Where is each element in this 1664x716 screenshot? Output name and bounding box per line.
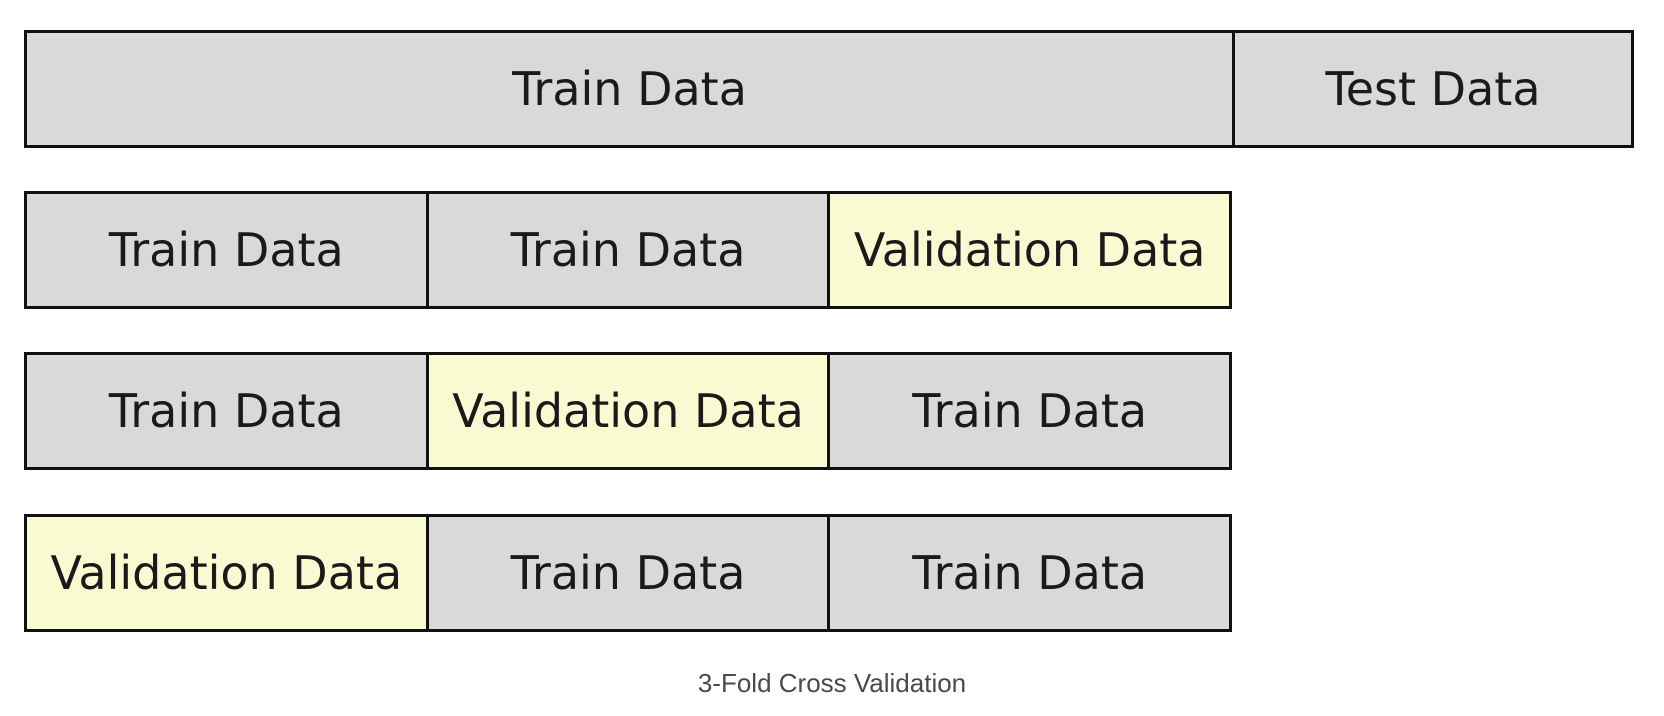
- fold-1-segment-3: Validation Data: [827, 191, 1233, 309]
- fold-1-segment-1: Train Data: [24, 191, 429, 309]
- fold-row-2: Train Data Validation Data Train Data: [24, 352, 1233, 470]
- fold-2-segment-2: Validation Data: [425, 352, 831, 470]
- diagram-caption: 3-Fold Cross Validation: [697, 668, 967, 698]
- fold-3-segment-1: Validation Data: [24, 514, 429, 632]
- fold-1-segment-2: Train Data: [425, 191, 831, 309]
- fold-2-segment-1: Train Data: [24, 352, 429, 470]
- fold-2-segment-3: Train Data: [827, 352, 1233, 470]
- dataset-split-row: Train Data Test Data: [24, 30, 1634, 148]
- train-data-block: Train Data: [24, 30, 1235, 148]
- test-data-block: Test Data: [1232, 30, 1634, 148]
- fold-row-3: Validation Data Train Data Train Data: [24, 514, 1233, 632]
- fold-row-1: Train Data Train Data Validation Data: [24, 191, 1233, 309]
- fold-3-segment-3: Train Data: [827, 514, 1233, 632]
- fold-3-segment-2: Train Data: [425, 514, 831, 632]
